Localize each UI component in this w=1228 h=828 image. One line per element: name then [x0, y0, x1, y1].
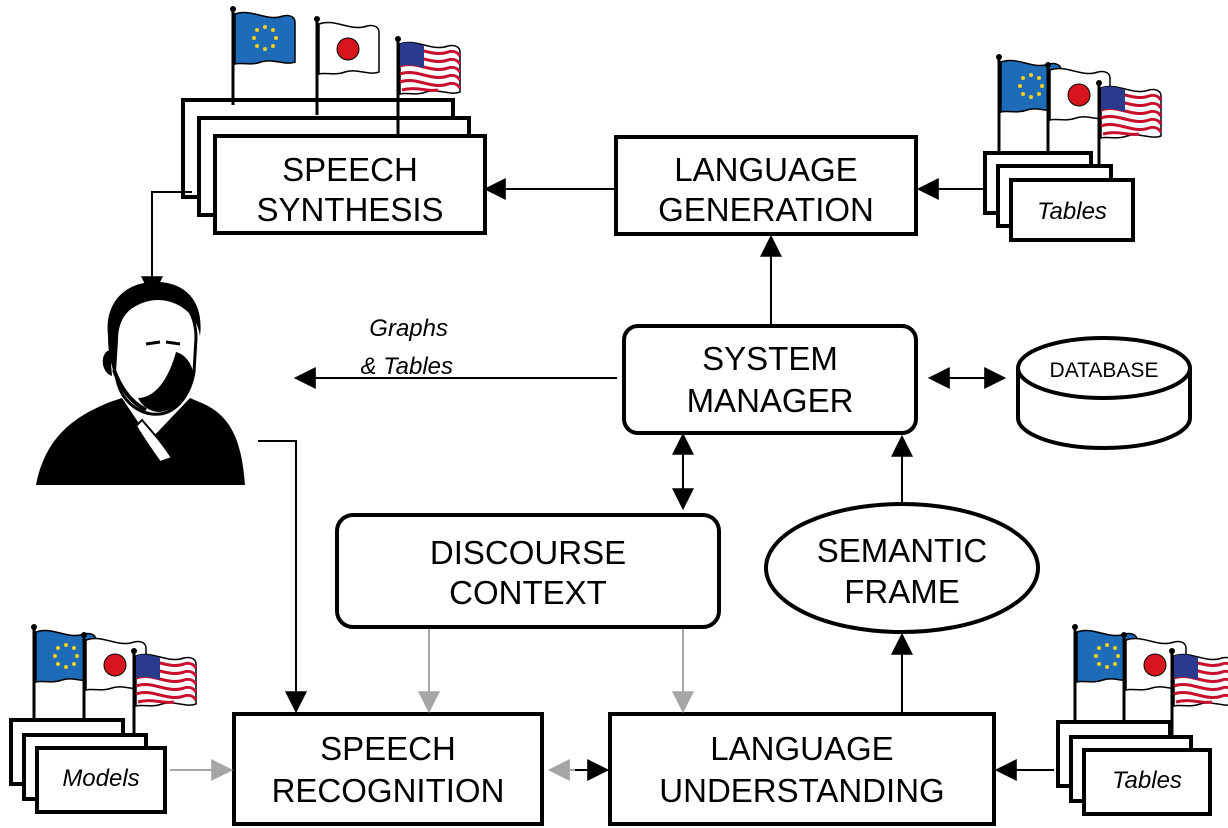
usa-flag-icon [129, 646, 198, 749]
discourse-context-label-1: DISCOURSE [430, 534, 626, 571]
speech-recognition-label-1: SPEECH [320, 730, 456, 767]
speech-synthesis-stack [181, 98, 487, 235]
language-generation-label-1: LANGUAGE [674, 151, 857, 188]
language-generation-box [614, 135, 918, 236]
speech-recognition-box [232, 712, 544, 826]
recognition-models-stack [9, 718, 167, 814]
system-manager-label-2: MANAGER [687, 382, 854, 419]
stack-page-front [1009, 178, 1135, 242]
language-understanding-label-1: LANGUAGE [710, 730, 893, 767]
speech-synthesis-label-2: SYNTHESIS [256, 191, 443, 228]
speech-recognition-label-2: RECOGNITION [272, 772, 505, 809]
system-manager-label-1: SYSTEM [702, 340, 838, 377]
semantic-frame-label-1: SEMANTIC [817, 532, 988, 569]
stack-page-front [1082, 748, 1212, 816]
stack-page-front [35, 746, 167, 814]
arrow-synthesis-to-user [141, 191, 192, 299]
speech-synthesis-label-1: SPEECH [282, 151, 418, 188]
generation-tables-stack [983, 151, 1135, 242]
language-understanding-label-2: UNDERSTANDING [659, 772, 944, 809]
semantic-frame-ellipse [764, 502, 1040, 634]
usa-flag-icon [1167, 646, 1228, 749]
discourse-context-label-2: CONTEXT [449, 574, 607, 611]
arrow-user-to-recognition [258, 440, 307, 714]
semantic-frame-label-2: FRAME [844, 573, 960, 610]
recognition-models-label: Models [62, 765, 139, 792]
understanding-tables-label: Tables [1112, 767, 1182, 794]
database-cylinder [1016, 336, 1192, 450]
discourse-context-box [335, 513, 721, 629]
stack-page-front [213, 134, 487, 235]
language-understanding-box [608, 712, 996, 826]
graphs-tables-label-2: & Tables [360, 353, 453, 380]
eu-flag-icon [228, 4, 297, 107]
graphs-tables-label-1: Graphs [369, 315, 448, 342]
system-manager-box [622, 324, 918, 435]
generation-tables-label: Tables [1037, 198, 1107, 225]
language-generation-label-2: GENERATION [658, 191, 874, 228]
database-label: DATABASE [1050, 359, 1159, 382]
understanding-tables-stack [1056, 720, 1212, 816]
user-with-headset-icon [36, 281, 245, 485]
